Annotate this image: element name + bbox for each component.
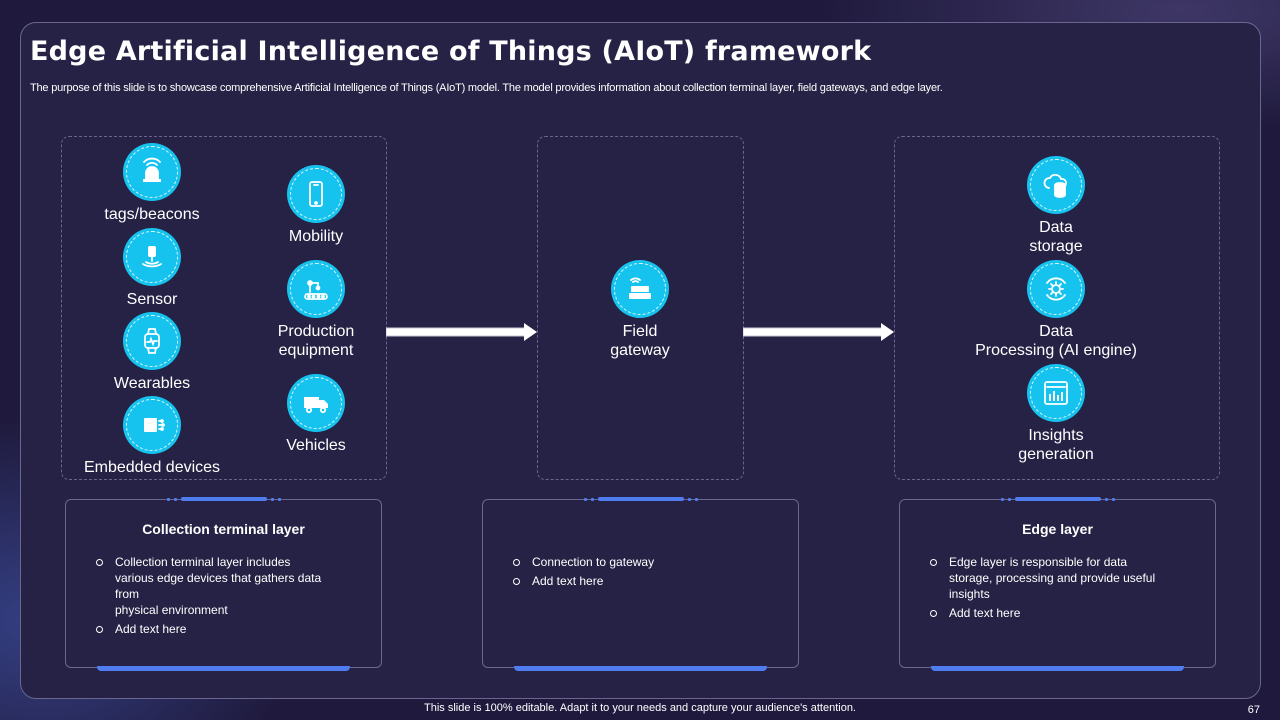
bullet-circle-icon	[96, 626, 103, 633]
embedded-devices-label: Embedded devices	[83, 459, 221, 476]
bullet-item: Edge layer is responsible for data stora…	[930, 554, 1182, 602]
sensor-label: Sensor	[126, 291, 178, 308]
card-top-accent	[1000, 497, 1115, 501]
insights-generation-label-line1: Insights	[1028, 427, 1084, 444]
card-title: Collection terminal layer	[142, 521, 305, 537]
card-top-accent	[166, 497, 281, 501]
collection-terminal-card: Collection terminal layer Collection ter…	[65, 497, 382, 671]
card-bullets: Connection to gateway Add text here	[513, 554, 765, 592]
bullet-circle-icon	[513, 578, 520, 585]
arrow-to-edge	[743, 323, 894, 341]
bullet-item: Add text here	[513, 573, 765, 589]
data-storage-label-line2: storage	[1029, 238, 1083, 255]
vehicles-label: Vehicles	[286, 437, 346, 454]
tags-beacons-node: tags/beacons	[72, 143, 232, 224]
bullet-item: Add text here	[930, 605, 1182, 621]
production-equipment-label-line1: Production	[277, 323, 355, 340]
collection-terminal-box	[61, 136, 387, 480]
edge-layer-box	[894, 136, 1220, 480]
sensor-icon	[123, 228, 181, 286]
bullet-item: Connection to gateway	[513, 554, 765, 570]
data-processing-label-line2: Processing (AI engine)	[975, 342, 1137, 359]
chart-icon	[1027, 364, 1085, 422]
data-storage-label-line1: Data	[1039, 219, 1073, 236]
card-bullets: Collection terminal layer includes vario…	[96, 554, 348, 640]
vehicles-node: Vehicles	[246, 374, 386, 455]
edge-layer-card: Edge layer Edge layer is responsible for…	[899, 497, 1216, 671]
field-gateway-box	[537, 136, 744, 480]
truck-icon	[287, 374, 345, 432]
bullet-circle-icon	[513, 559, 520, 566]
production-equipment-node: Production equipment	[246, 260, 386, 360]
robot-arm-icon	[287, 260, 345, 318]
insights-generation-label-line2: generation	[1018, 446, 1094, 463]
insights-generation-node: Insights generation	[956, 364, 1156, 464]
cloud-database-icon	[1027, 156, 1085, 214]
wearables-label: Wearables	[113, 375, 191, 392]
footer-note: This slide is 100% editable. Adapt it to…	[424, 702, 856, 714]
data-storage-node: Data storage	[956, 156, 1156, 256]
field-gateway-card: Connection to gateway Add text here	[482, 497, 799, 671]
smartphone-icon	[287, 165, 345, 223]
card-top-accent	[583, 497, 698, 501]
card-bottom-accent	[931, 666, 1184, 671]
data-processing-label-line1: Data	[1039, 323, 1073, 340]
card-bullets: Edge layer is responsible for data stora…	[930, 554, 1182, 624]
smartwatch-icon	[123, 312, 181, 370]
mobility-label: Mobility	[288, 228, 344, 245]
card-bottom-accent	[514, 666, 767, 671]
slide-subtitle: The purpose of this slide is to showcase…	[30, 82, 943, 94]
embedded-devices-node: Embedded devices	[72, 396, 232, 477]
beacon-icon	[123, 143, 181, 201]
bullet-item: Add text here	[96, 621, 348, 637]
router-icon	[611, 260, 669, 318]
chip-icon	[123, 396, 181, 454]
wearables-node: Wearables	[72, 312, 232, 393]
production-equipment-label-line2: equipment	[278, 342, 354, 359]
data-processing-node: Data Processing (AI engine)	[956, 260, 1156, 360]
mobility-node: Mobility	[246, 165, 386, 246]
bullet-circle-icon	[96, 559, 103, 566]
card-bottom-accent	[97, 666, 350, 671]
tags-beacons-label: tags/beacons	[104, 206, 200, 223]
arrow-to-gateway	[386, 323, 537, 341]
field-gateway-node: Field gateway	[570, 260, 710, 360]
bullet-circle-icon	[930, 559, 937, 566]
sensor-node: Sensor	[72, 228, 232, 309]
bullet-circle-icon	[930, 610, 937, 617]
slide-title: Edge Artificial Intelligence of Things (…	[30, 36, 872, 67]
processing-gear-icon	[1027, 260, 1085, 318]
page-number: 67	[1247, 704, 1260, 716]
card-title: Edge layer	[1022, 521, 1093, 537]
field-gateway-label-line2: gateway	[610, 342, 670, 359]
field-gateway-label-line1: Field	[622, 323, 658, 340]
bullet-item: Collection terminal layer includes vario…	[96, 554, 348, 618]
